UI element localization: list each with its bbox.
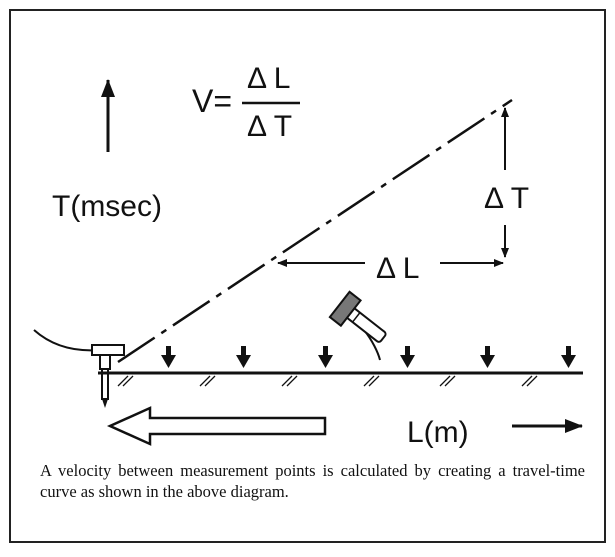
impact-arrow-icon	[161, 346, 176, 368]
outer-frame	[9, 9, 606, 543]
ground-hatching	[117, 375, 538, 387]
impact-arrow-icon	[236, 346, 251, 368]
travel-time-curve	[117, 98, 513, 364]
cable	[33, 329, 101, 352]
hammer-icon	[328, 290, 387, 361]
distance-axis-label: L(m)	[407, 416, 469, 449]
left-hollow-arrow-icon	[106, 406, 327, 446]
impact-arrow-icon	[480, 346, 495, 368]
impact-arrows	[161, 346, 576, 368]
delta-t-label: Δ T	[484, 182, 529, 215]
geophone-icon	[91, 344, 125, 408]
impact-arrow-icon	[318, 346, 333, 368]
impact-arrow-icon	[400, 346, 415, 368]
formula-lhs: V=	[192, 83, 232, 119]
delta-l-label: Δ L	[376, 252, 419, 285]
formula-numerator: Δ L	[247, 62, 290, 95]
time-axis-label: T(msec)	[52, 190, 162, 223]
caption: A velocity between measurement points is…	[40, 461, 585, 501]
formula-denominator: Δ T	[247, 110, 292, 143]
impact-arrow-icon	[561, 346, 576, 368]
